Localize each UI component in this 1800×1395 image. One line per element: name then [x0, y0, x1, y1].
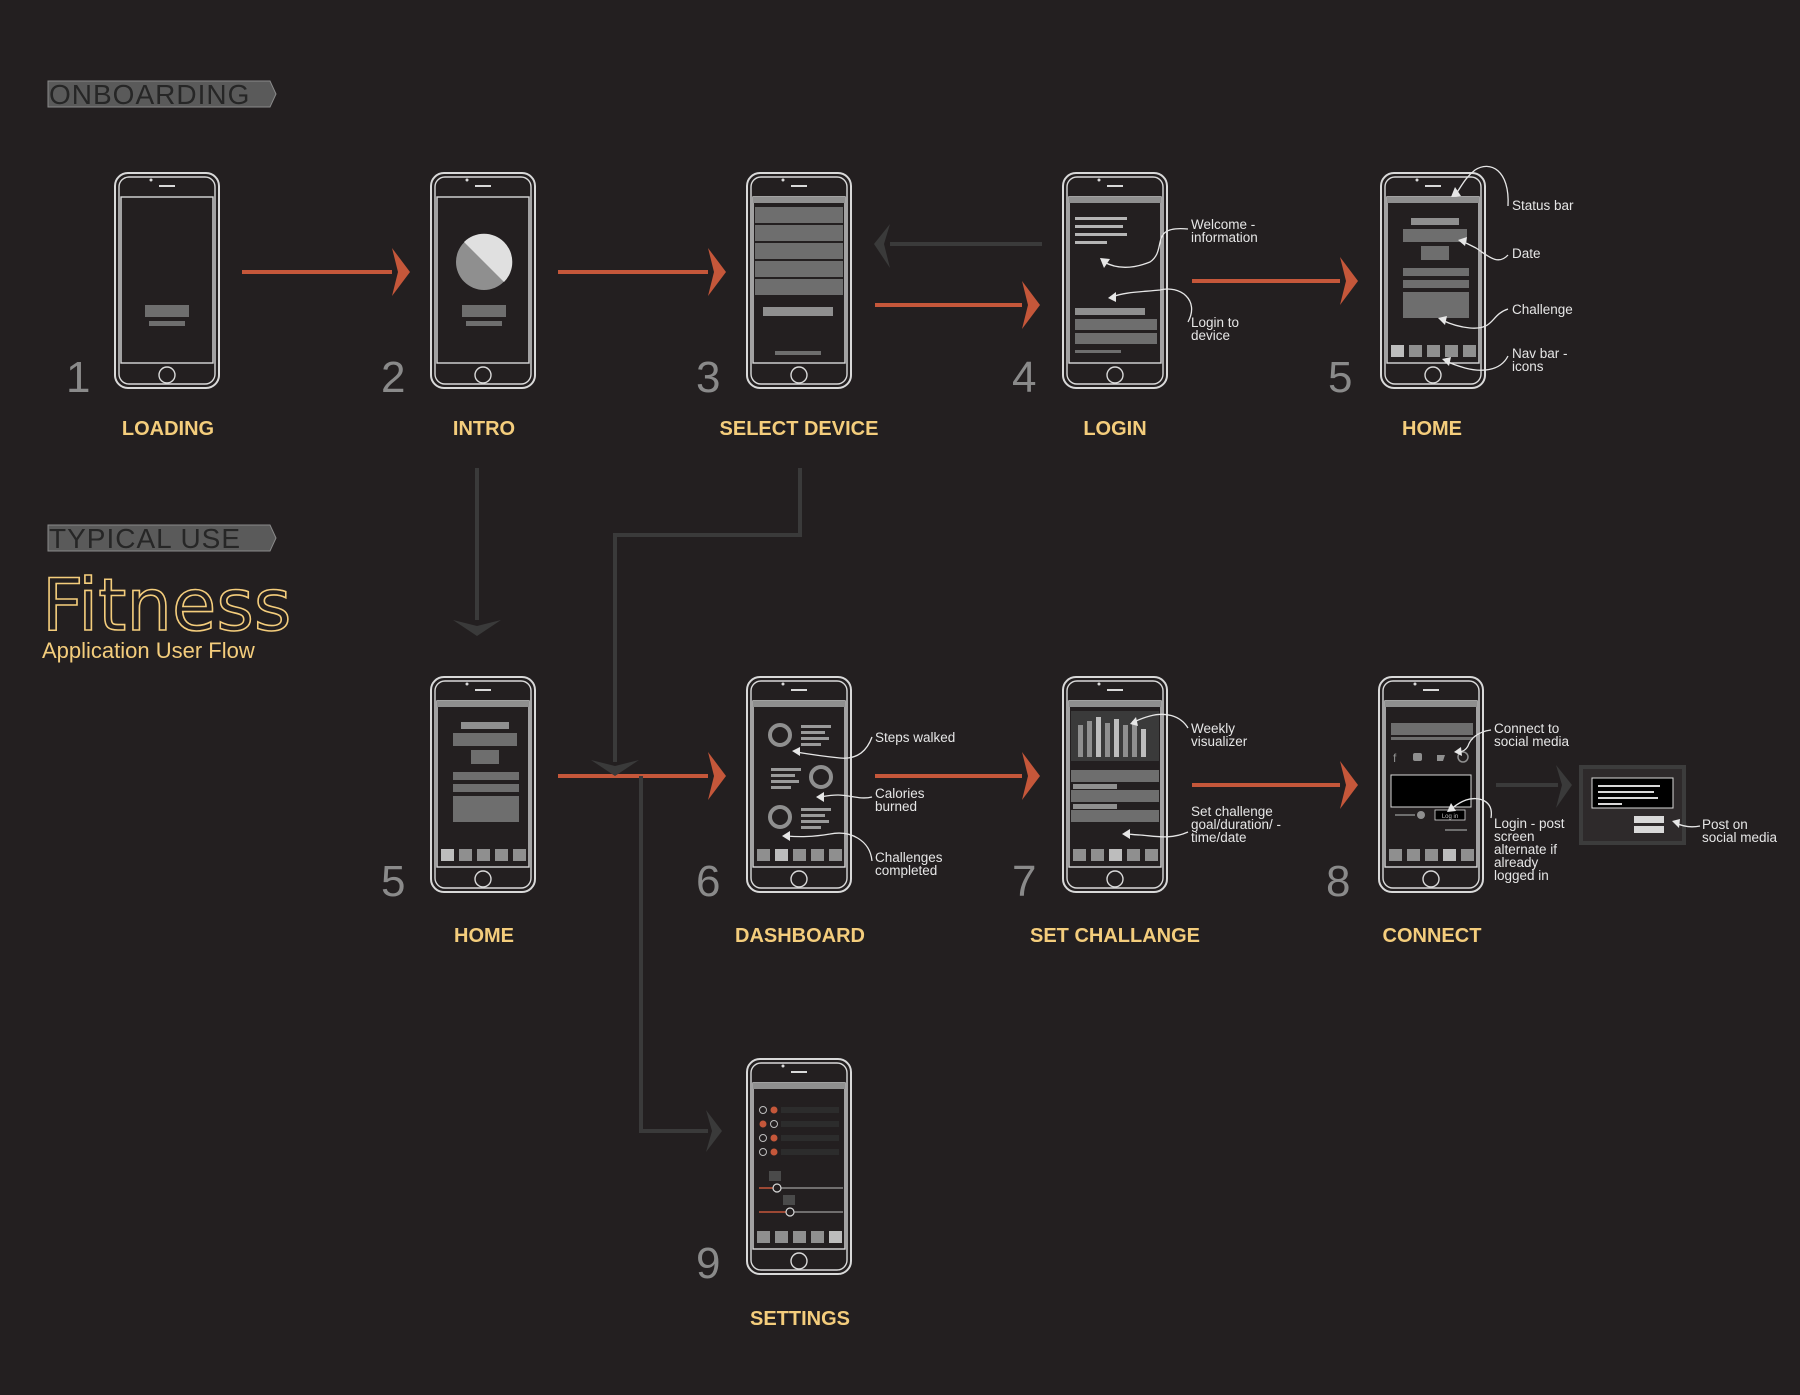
arrow-connect-to-post [1496, 765, 1572, 808]
screen-set-challange [1062, 676, 1168, 893]
callout-status-bar [1451, 165, 1509, 207]
screen-intro-number: 2 [381, 353, 405, 402]
screen-home-bottom [430, 676, 536, 893]
note-steps-walked: Steps walked [875, 730, 955, 745]
note-connect-social-1: Connect to [1494, 721, 1559, 736]
facebook-icon[interactable]: f [1393, 751, 1397, 765]
callout-login-device [1108, 288, 1193, 323]
arrow-to-settings [639, 776, 722, 1152]
screen-home-top [1380, 172, 1486, 389]
screen-post-social [1579, 765, 1686, 845]
note-challenges-1: Challenges [875, 850, 943, 865]
screen-intro [430, 172, 536, 389]
note-challenges-2: completed [875, 863, 937, 878]
note-login-post-1: Login - post [1494, 816, 1565, 831]
screen-home-bottom-label: HOME [454, 925, 514, 947]
note-login-post-5: logged in [1494, 868, 1549, 883]
back-arrow-4-3 [874, 224, 1042, 268]
callout-date [1458, 237, 1509, 261]
screen-dashboard [746, 676, 852, 893]
screen-home-bottom-number: 5 [381, 857, 405, 906]
section-typical-use: TYPICAL USE [47, 523, 277, 554]
screen-connect: f Log in [1378, 676, 1484, 893]
screen-dashboard-label: DASHBOARD [735, 925, 865, 947]
screen-settings-label: SETTINGS [750, 1308, 850, 1330]
screen-login-label: LOGIN [1083, 418, 1146, 440]
note-login-post-4: already [1494, 855, 1539, 870]
note-connect-social-2: social media [1494, 734, 1570, 749]
slider-handle-1[interactable] [772, 1183, 782, 1193]
callout-post-social [1672, 819, 1701, 828]
screen-loading [114, 172, 220, 389]
note-login-device-2: device [1191, 328, 1230, 343]
note-login-post-3: alternate if [1494, 842, 1557, 857]
flow-arrow-5-6 [558, 752, 726, 800]
screen-select-device-number: 3 [696, 353, 720, 402]
flow-arrow-6-7 [875, 752, 1040, 800]
arrow-intro-to-home [453, 468, 501, 636]
note-date: Date [1512, 246, 1541, 261]
section-onboarding: ONBOARDING [47, 79, 277, 110]
note-welcome-1: Welcome - [1191, 217, 1255, 232]
screen-dashboard-number: 6 [696, 857, 720, 906]
screen-settings-number: 9 [696, 1239, 720, 1288]
note-nav-bar-2: icons [1512, 359, 1544, 374]
flow-arrow-4-5 [1192, 257, 1358, 305]
note-welcome-2: information [1191, 230, 1258, 245]
screen-home-top-number: 5 [1328, 353, 1352, 402]
note-calories-1: Calories [875, 786, 925, 801]
login-button-label: Log in [1442, 814, 1458, 820]
callout-steps [792, 736, 873, 759]
diagram-title: Fitness [42, 563, 291, 647]
note-weekly-2: visualizer [1191, 734, 1248, 749]
callout-weekly [1130, 713, 1189, 729]
note-nav-bar-1: Nav bar - [1512, 346, 1568, 361]
screen-loading-label: LOADING [122, 418, 214, 440]
screen-settings [746, 1058, 852, 1275]
screen-connect-label: CONNECT [1383, 925, 1482, 947]
skype-icon[interactable] [1457, 751, 1469, 763]
screen-intro-label: INTRO [453, 418, 515, 440]
callout-nav-bar [1442, 355, 1509, 371]
note-challenge: Challenge [1512, 302, 1573, 317]
github-icon[interactable] [1413, 753, 1422, 761]
screen-connect-number: 8 [1326, 857, 1350, 906]
note-login-device-1: Login to [1191, 315, 1239, 330]
screen-home-top-label: HOME [1402, 418, 1462, 440]
note-set-goal-1: Set challenge [1191, 804, 1273, 819]
screen-set-challange-label: SET CHALLANGE [1030, 925, 1200, 947]
callout-set-goal [1122, 829, 1189, 839]
callout-challenge [1438, 308, 1509, 329]
screen-login [1062, 172, 1168, 389]
section-onboarding-label: ONBOARDING [49, 79, 250, 110]
diagram-subtitle: Application User Flow [42, 638, 255, 663]
twitter-icon[interactable] [1437, 755, 1445, 761]
note-weekly-1: Weekly [1191, 721, 1235, 736]
screen-set-challange-number: 7 [1012, 857, 1036, 906]
screen-loading-number: 1 [66, 353, 90, 402]
flow-arrow-7-8 [1192, 761, 1358, 809]
arrow-select-device-to-dashboard [591, 468, 802, 776]
callout-challenges [782, 831, 873, 862]
note-set-goal-3: time/date [1191, 830, 1247, 845]
note-set-goal-2: goal/duration/ - [1191, 817, 1281, 832]
note-login-post-2: screen [1494, 829, 1535, 844]
callout-connect-social [1454, 729, 1492, 756]
note-post-social-2: social media [1702, 830, 1778, 845]
callout-login-post [1447, 797, 1492, 819]
flow-arrow-3-4 [875, 281, 1040, 329]
callout-welcome [1100, 227, 1189, 268]
flow-arrow-1-2 [242, 248, 410, 296]
slider-handle-2[interactable] [785, 1207, 795, 1217]
flow-arrow-2-3 [558, 248, 726, 296]
note-calories-2: burned [875, 799, 917, 814]
note-status-bar: Status bar [1512, 198, 1574, 213]
screen-login-number: 4 [1012, 353, 1036, 402]
section-typical-use-label: TYPICAL USE [49, 523, 241, 554]
callout-calories [816, 792, 873, 802]
screen-select-device [746, 172, 852, 389]
note-post-social-1: Post on [1702, 817, 1748, 832]
screen-select-device-label: SELECT DEVICE [720, 418, 879, 440]
